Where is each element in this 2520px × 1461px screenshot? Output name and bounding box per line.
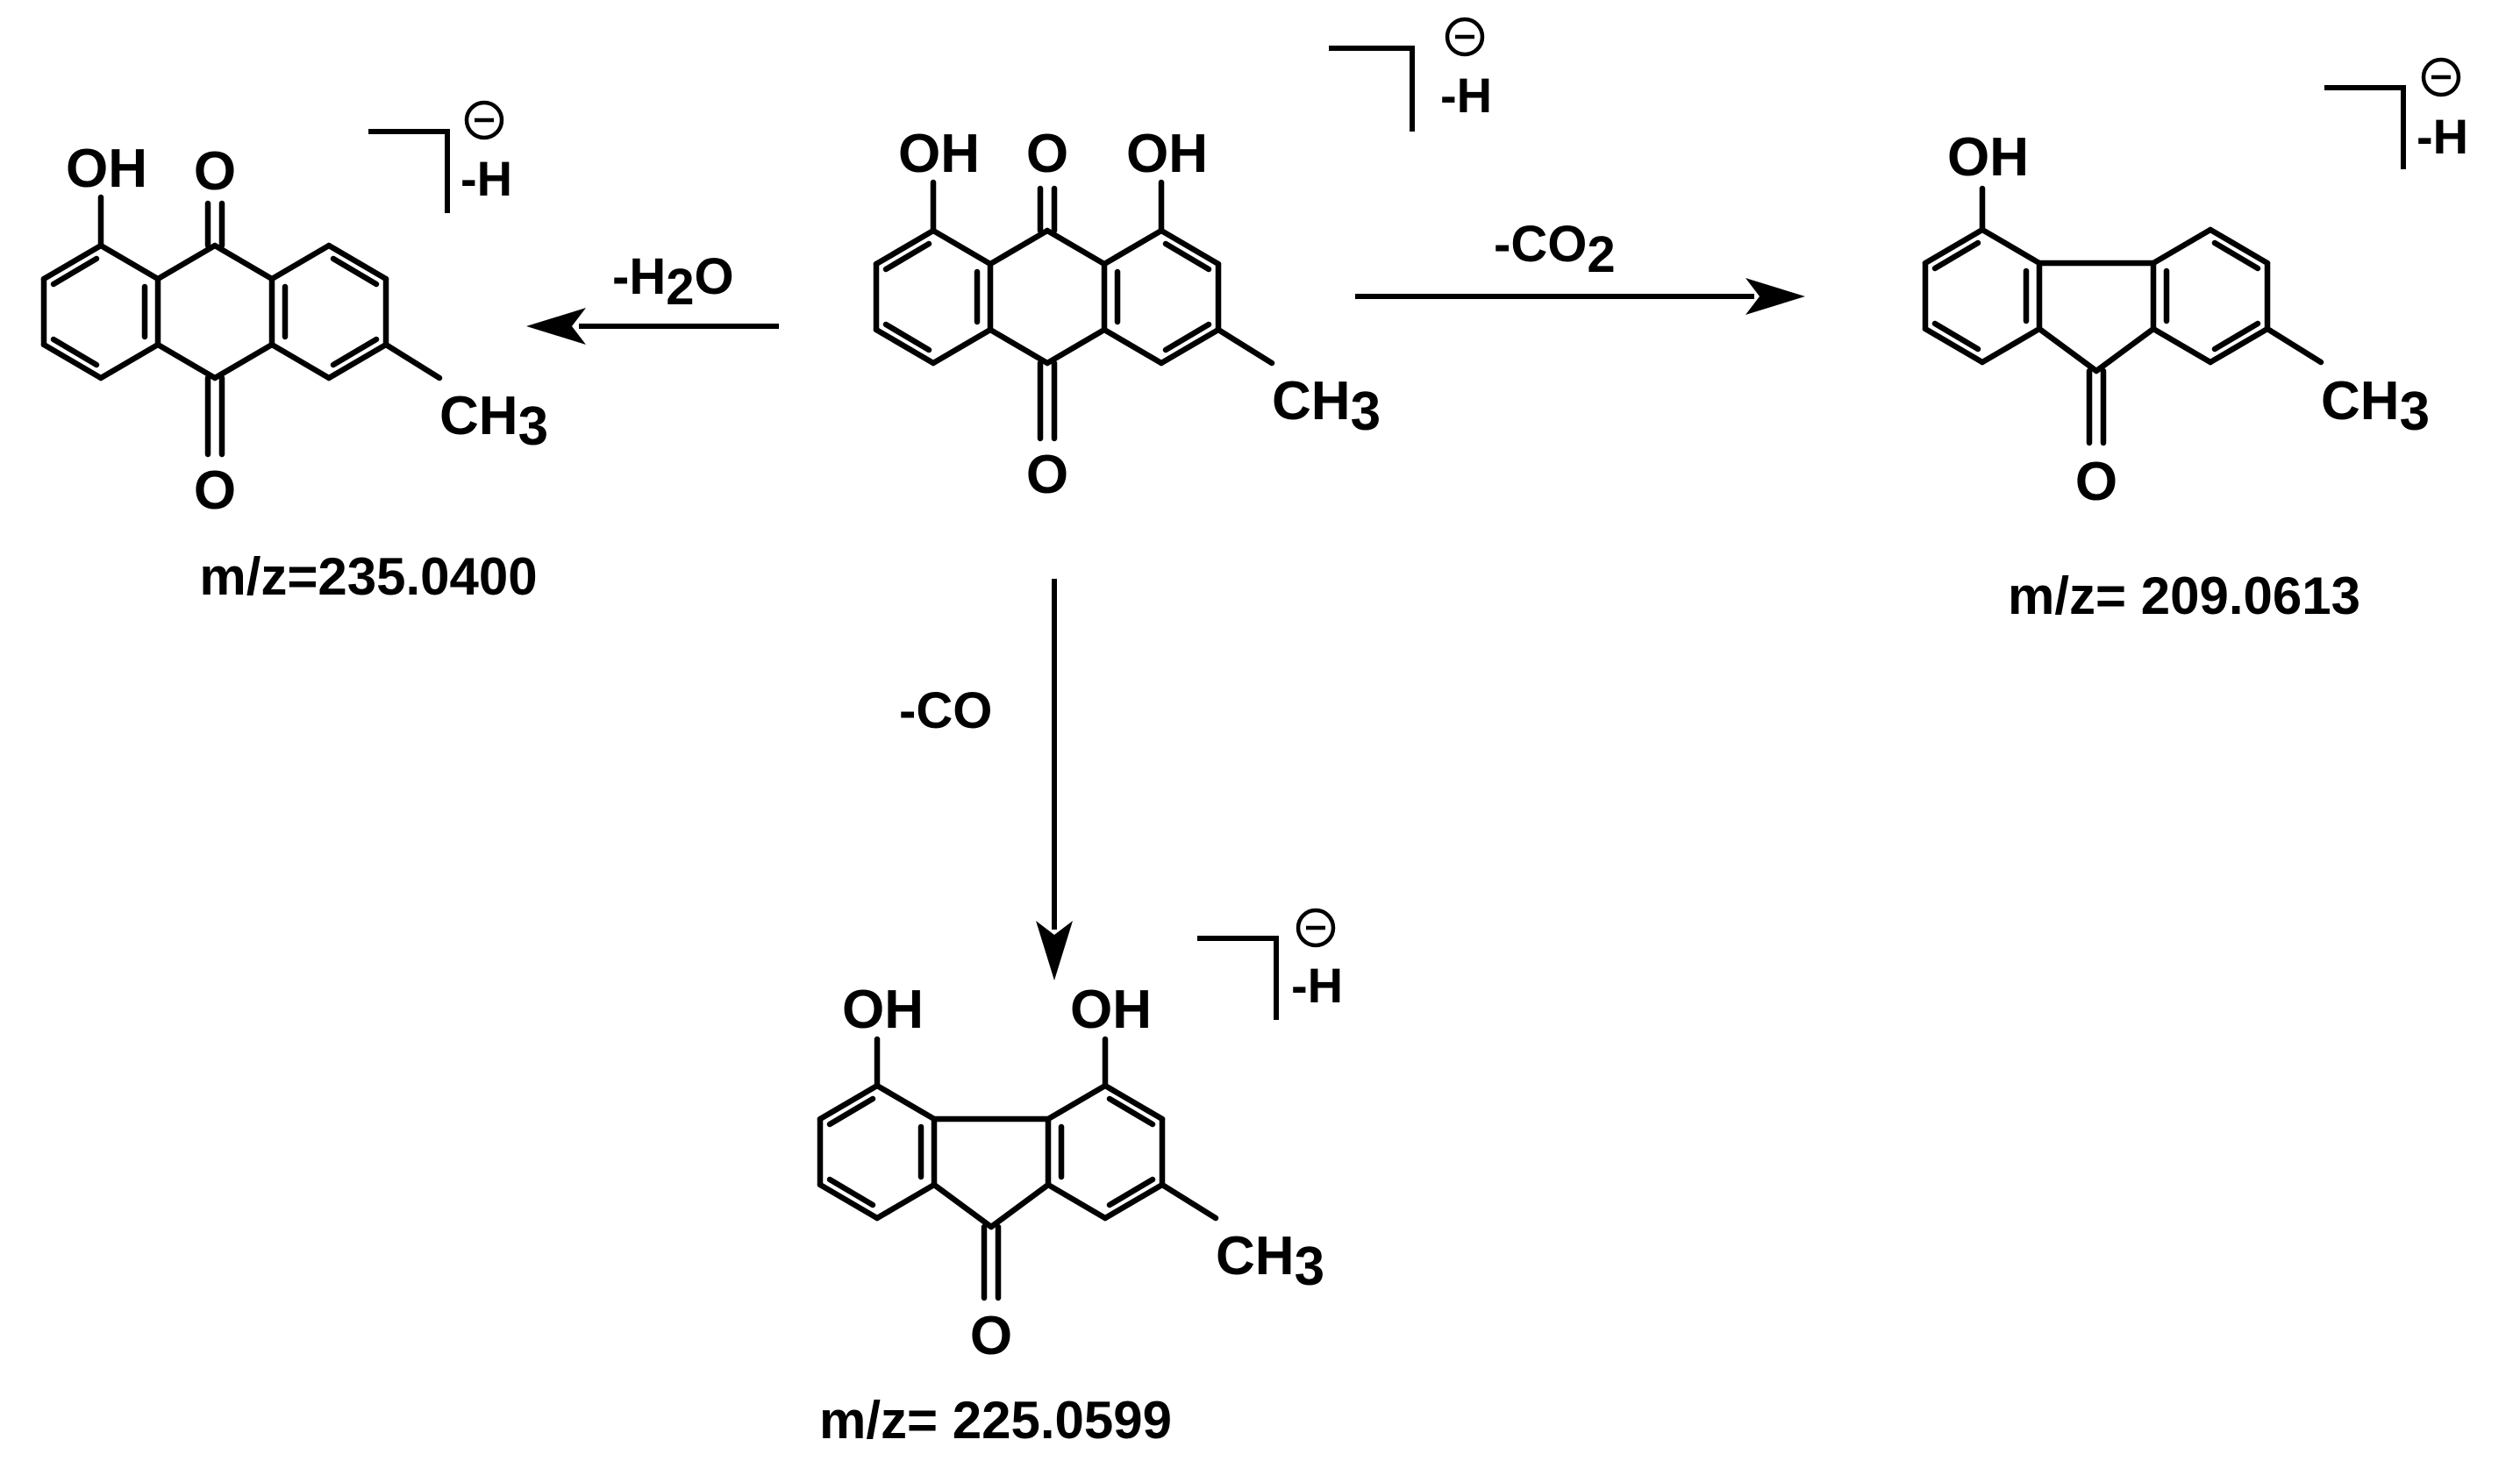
arrow-loss-h2o — [526, 308, 779, 345]
fragment-left-charge-bracket — [368, 129, 450, 213]
fragment-left-mz: m/z=235.0400 — [199, 547, 537, 606]
parent-carbonyl-top: O — [1026, 124, 1068, 184]
parent-molecule — [873, 179, 1275, 442]
fragment-left-molecule — [40, 194, 443, 458]
fragment-right-molecule — [1922, 185, 2324, 446]
parent-charge-label: -H — [1440, 68, 1492, 123]
fragment-bottom-molecule — [817, 1036, 1219, 1301]
fragment-left-carbonyl-top: O — [194, 141, 236, 202]
minus-icon — [1296, 908, 1336, 948]
fragment-right-carbonyl: O — [2075, 452, 2117, 512]
fragment-right-charge-label: -H — [2416, 109, 2468, 164]
loss-co-label: -CO — [899, 682, 992, 739]
parent-oh-left: OH — [898, 124, 980, 184]
fragment-right-methyl: CH3 — [2321, 371, 2430, 442]
fragment-bottom-oh-left: OH — [842, 980, 924, 1040]
arrow-loss-co2 — [1355, 278, 1805, 315]
fragment-right-oh: OH — [1947, 127, 2029, 188]
fragment-left-charge-label: -H — [460, 151, 512, 206]
fragment-left-oh: OH — [66, 139, 147, 199]
arrow-loss-co — [1036, 579, 1073, 980]
fragment-bottom-oh-right: OH — [1070, 980, 1152, 1040]
minus-icon — [1445, 17, 1485, 57]
parent-carbonyl-bottom: O — [1026, 445, 1068, 505]
fragment-left-methyl: CH3 — [439, 386, 548, 457]
fragment-bottom-methyl: CH3 — [1216, 1226, 1324, 1297]
loss-co2-label: -CO2 — [1494, 216, 1616, 283]
fragment-bottom-charge-label: -H — [1291, 958, 1343, 1013]
fragment-right-mz: m/z= 209.0613 — [2008, 567, 2360, 625]
parent-charge-bracket — [1329, 46, 1415, 132]
minus-icon — [464, 100, 504, 140]
loss-h2o-label: -H2O — [612, 248, 734, 316]
parent-methyl: CH3 — [1272, 371, 1381, 442]
parent-oh-right: OH — [1126, 124, 1208, 184]
fragment-right-charge-bracket — [2324, 85, 2406, 169]
fragment-bottom-mz: m/z= 225.0599 — [819, 1391, 1172, 1450]
fragment-left-carbonyl-bottom: O — [194, 460, 236, 521]
fragment-bottom-carbonyl: O — [970, 1306, 1012, 1366]
fragment-bottom-charge-bracket — [1197, 936, 1279, 1020]
minus-icon — [2421, 57, 2461, 97]
